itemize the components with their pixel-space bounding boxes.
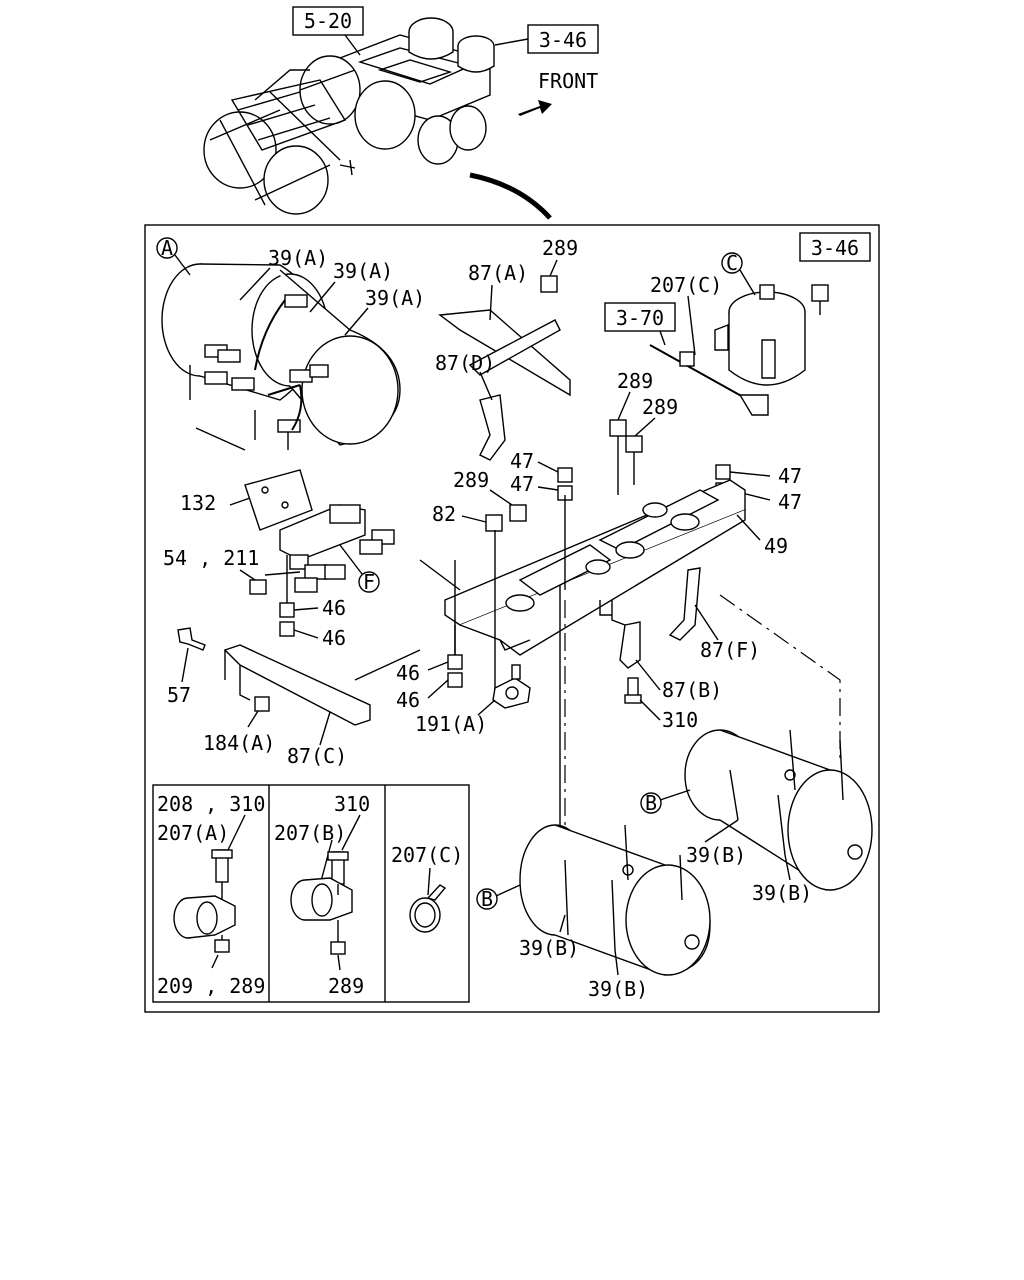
section-marker-b1: B	[640, 791, 662, 815]
tank-c	[649, 284, 806, 416]
label-87a: 87(A)	[468, 261, 528, 285]
nut-47-3	[715, 464, 731, 480]
inset1-bottom-label: 209 , 289	[157, 974, 265, 998]
nut-289-r2	[625, 435, 643, 453]
ref-line-1	[719, 594, 841, 760]
ref-label-5-20: 5-20	[304, 9, 352, 33]
label-47-3: 47	[778, 464, 802, 488]
nut-47-1	[557, 467, 573, 483]
label-207c: 207(C)	[650, 273, 722, 297]
inset3-part-label: 207(C)	[391, 843, 463, 867]
label-87f: 87(F)	[700, 638, 760, 662]
frame-49	[444, 479, 746, 835]
ref-label-3-46-overview: 3-46	[539, 28, 587, 52]
label-289-top: 289	[542, 236, 578, 260]
label-289-mid: 289	[453, 468, 489, 492]
tank-group-b	[519, 729, 873, 976]
front-label: FRONT	[538, 69, 598, 93]
label-39b-1: 39(B)	[686, 843, 746, 867]
label-39a-1: 39(A)	[268, 246, 328, 270]
label-132: 132	[180, 491, 216, 515]
label-39a-2: 39(A)	[333, 259, 393, 283]
ref-box-3-46-overview[interactable]: 3-46	[527, 24, 599, 54]
svg-text:B: B	[645, 791, 657, 815]
nut-289-r1	[609, 419, 627, 437]
label-87c: 87(C)	[287, 744, 347, 768]
label-310: 310	[662, 708, 698, 732]
overview-illustration	[203, 17, 495, 215]
ref-box-3-70[interactable]: 3-70	[604, 302, 676, 332]
tank-group-a	[161, 263, 401, 451]
plate-191a	[492, 677, 531, 709]
nut-46-2	[279, 621, 295, 637]
nut-46-4	[447, 672, 463, 688]
label-47-2: 47	[510, 472, 534, 496]
label-54-211: 54 , 211	[163, 546, 259, 570]
svg-text:A: A	[161, 236, 173, 260]
nut-184a	[254, 696, 270, 712]
label-191a: 191(A)	[415, 712, 487, 736]
ref-box-3-46[interactable]: 3-46	[799, 232, 871, 262]
inset1-part-label: 207(A)	[157, 821, 229, 845]
label-46-3: 46	[396, 661, 420, 685]
inset-clamp-207b: 310 207(B) 289	[274, 792, 370, 998]
inset1-top-label: 208 , 310	[157, 792, 265, 816]
bracket-87f	[668, 567, 701, 641]
main-panel-frame	[144, 224, 880, 1013]
nut-82	[485, 514, 503, 532]
inset2-bottom-label: 289	[328, 974, 364, 998]
nut-54-211	[249, 579, 267, 595]
label-39b-2: 39(B)	[752, 881, 812, 905]
label-49: 49	[764, 534, 788, 558]
front-arrow-icon	[518, 100, 552, 116]
svg-text:C: C	[726, 251, 738, 275]
label-87b: 87(B)	[662, 678, 722, 702]
label-184a: 184(A)	[203, 731, 275, 755]
label-46-2: 46	[322, 626, 346, 650]
label-39b-3: 39(B)	[519, 936, 579, 960]
inset-clamp-207a: 208 , 310 207(A) 209 , 289	[157, 792, 265, 998]
label-47-1: 47	[510, 449, 534, 473]
inset2-part-label: 207(B)	[274, 821, 346, 845]
bolt-57	[177, 627, 206, 651]
label-289-r1: 289	[617, 369, 653, 393]
label-57: 57	[167, 683, 191, 707]
ref-box-5-20[interactable]: 5-20	[292, 6, 364, 36]
nut-46-3	[447, 654, 463, 670]
section-marker-b2: B	[476, 887, 498, 911]
label-87d: 87(D)	[435, 351, 495, 375]
inset-clip-207c: 207(C)	[391, 843, 463, 933]
label-47-4: 47	[778, 490, 802, 514]
inset2-top-label: 310	[334, 792, 370, 816]
bolt-3-46	[811, 284, 829, 302]
section-marker-c: C	[721, 251, 743, 275]
ref-label-3-70: 3-70	[616, 306, 664, 330]
svg-text:B: B	[481, 887, 493, 911]
label-39a-3: 39(A)	[365, 286, 425, 310]
label-82: 82	[432, 502, 456, 526]
section-marker-a: A	[156, 236, 178, 260]
bracket-87d	[479, 394, 506, 461]
valve-block-132	[244, 469, 395, 593]
section-marker-f: F	[358, 570, 380, 594]
nut-289-top	[540, 275, 558, 293]
bracket-87b	[619, 621, 641, 669]
label-39b-4: 39(B)	[588, 977, 648, 1001]
callout-curve	[469, 172, 552, 220]
label-46-4: 46	[396, 688, 420, 712]
inset-frame	[152, 784, 470, 1003]
ref-label-3-46: 3-46	[811, 236, 859, 260]
label-46-1: 46	[322, 596, 346, 620]
label-289-r2: 289	[642, 395, 678, 419]
nut-46-1	[279, 602, 295, 618]
svg-text:F: F	[363, 570, 375, 594]
bracket-87c	[223, 644, 371, 726]
nut-289-mid	[509, 504, 527, 522]
